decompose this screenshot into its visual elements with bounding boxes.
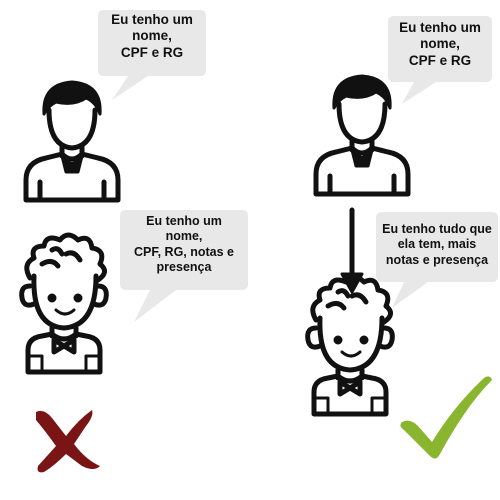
child-person-icon-right xyxy=(305,274,395,417)
child-person-icon-left xyxy=(19,232,109,375)
cross-icon xyxy=(36,410,100,473)
bubble-text-left-child: Eu tenho um nome, CPF, RG, notas e prese… xyxy=(133,214,235,274)
bubble-text-left-parent: Eu tenho um nome, CPF e RG xyxy=(111,12,193,60)
check-icon xyxy=(400,376,492,459)
bubble-text-right-parent: Eu tenho um nome, CPF e RG xyxy=(399,20,481,68)
parent-person-icon-right xyxy=(313,74,411,197)
bubble-text-right-child: Eu tenho tudo que ela tem, mais notas e … xyxy=(382,222,492,267)
parent-person-icon-left xyxy=(23,80,121,203)
